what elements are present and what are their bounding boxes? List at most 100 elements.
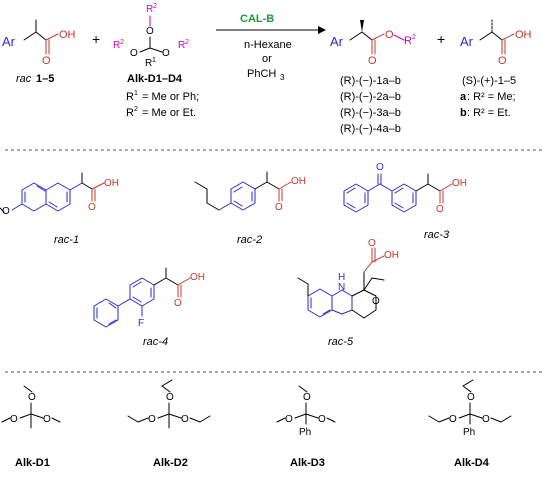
legend-b: : R² = Et. (467, 107, 511, 119)
label-rac-3: rac-3 (424, 229, 450, 241)
structure-rac-5: N H O O OH rac-5 (297, 238, 399, 348)
svg-text:O: O (275, 202, 283, 213)
svg-text:O: O (43, 414, 51, 425)
solvent-1: n-Hexane (244, 39, 292, 51)
aryl-label: Ar (2, 34, 16, 49)
svg-text:O: O (372, 296, 380, 307)
solvent-2: PhCH (247, 68, 276, 80)
phenyl-d4: Ph (463, 427, 475, 438)
structure-alk-d4: O O O Ph Alk-D4 (428, 379, 512, 469)
ester-1: (R)-(−)-1a–b (340, 75, 401, 87)
svg-text:O: O (181, 414, 189, 425)
svg-text:O: O (28, 392, 36, 403)
svg-text:N: N (338, 282, 345, 293)
legend-a: : R² = Me; (467, 91, 516, 103)
phenyl-d3: Ph (299, 427, 311, 438)
svg-text:O: O (436, 204, 444, 215)
catalyst-label: CAL-B (240, 13, 274, 25)
structure-rac-2: O OH rac-2 (194, 171, 306, 246)
svg-text:2: 2 (120, 39, 124, 46)
svg-text:a: a (460, 91, 467, 103)
structure-rac-4: F O OH rac-4 (93, 267, 205, 348)
ester-product-list: (R)-(−)-1a–b (R)-(−)-2a–b (R)-(−)-3a–b (… (340, 75, 401, 135)
ester-product-structure: Ar O O R 2 (330, 20, 416, 67)
svg-text:1: 1 (134, 90, 138, 97)
orthoester-donor-structure: R 2 O O O R 2 R 2 R 1 Alk-D1–D4 R 1 = Me… (113, 3, 199, 119)
label-rac-5: rac-5 (328, 336, 354, 348)
svg-text:O: O (498, 55, 507, 67)
svg-text:O: O (303, 392, 311, 403)
structure-rac-3: O O OH rac-3 (343, 162, 467, 241)
svg-text:OH: OH (452, 178, 467, 189)
substrate-range: 1–5 (36, 73, 54, 85)
svg-text:Ar: Ar (330, 34, 344, 49)
label-alk-d4: Alk-D4 (454, 457, 490, 469)
svg-text:OH: OH (104, 178, 119, 189)
svg-text:1: 1 (152, 57, 156, 64)
structure-alk-d2: O O O Alk-D2 (127, 379, 211, 469)
solvent-or: or (262, 53, 272, 65)
structure-alk-d3: O O O Ph Alk-D3 (276, 385, 336, 469)
acid-product-structure: Ar O OH (460, 19, 532, 67)
label-rac-4: rac-4 (143, 336, 168, 348)
structure-rac-1: O O OH rac-1 (0, 172, 119, 246)
svg-text:O: O (449, 414, 457, 425)
svg-text:2: 2 (185, 39, 189, 46)
ester-3: (R)-(−)-3a–b (340, 107, 401, 119)
label-alk-d3: Alk-D3 (290, 457, 325, 469)
label-rac-1: rac-1 (54, 234, 79, 246)
svg-text:O: O (385, 29, 394, 41)
svg-text:O: O (130, 48, 138, 59)
svg-text:R: R (126, 91, 134, 103)
racemic-acid-structure: Ar O OH rac 1–5 (2, 19, 76, 85)
plus-sign-1: + (92, 31, 100, 47)
label-alk-d2: Alk-D2 (153, 457, 188, 469)
donor-r2-top: R (146, 4, 153, 15)
svg-text:OH: OH (515, 29, 532, 41)
ester-2: (R)-(−)-2a–b (340, 91, 401, 103)
svg-text:2: 2 (412, 34, 416, 41)
svg-text:O: O (146, 26, 154, 37)
svg-text:O: O (148, 414, 156, 425)
ester-4: (R)-(−)-4a–b (340, 123, 401, 135)
svg-text:OH: OH (291, 176, 306, 187)
hydroxyl-label: OH (59, 29, 76, 41)
svg-text:Ar: Ar (460, 34, 474, 49)
svg-text:R: R (145, 58, 152, 69)
plus-sign-2: + (437, 31, 445, 47)
svg-text:O: O (467, 392, 475, 403)
r1-definition: = Me or Ph; (142, 91, 199, 103)
svg-text:O: O (174, 298, 182, 309)
svg-text:O: O (318, 414, 326, 425)
alpha-carbon-bonds (23, 19, 47, 41)
svg-text:O: O (482, 414, 490, 425)
label-rac-2: rac-2 (237, 234, 262, 246)
svg-text:R: R (178, 40, 185, 51)
svg-text:O: O (368, 55, 377, 67)
svg-text:O: O (88, 202, 96, 213)
structure-alk-d1: O O O Alk-D1 (1, 385, 61, 469)
svg-text:OH: OH (190, 272, 205, 283)
acid-product-label: (S)-(+)-1–5 (462, 75, 516, 87)
substrate-prefix: rac (16, 73, 32, 85)
donor-label: Alk-D1–D4 (127, 73, 183, 85)
svg-text:2: 2 (153, 3, 157, 10)
svg-text:O: O (162, 48, 170, 59)
svg-text:2: 2 (134, 106, 138, 113)
svg-text:OH: OH (384, 250, 399, 261)
svg-text:O: O (2, 206, 10, 217)
carbonyl-o: O (42, 55, 51, 67)
svg-text:H: H (338, 272, 345, 283)
svg-text:O: O (376, 162, 384, 173)
svg-text:O: O (368, 238, 376, 249)
svg-text:R: R (113, 40, 120, 51)
svg-text:b: b (460, 107, 467, 119)
r2-definition: = Me or Et. (142, 107, 196, 119)
svg-text:F: F (138, 318, 144, 329)
svg-text:O: O (10, 414, 18, 425)
svg-text:O: O (166, 392, 174, 403)
svg-text:3: 3 (280, 73, 285, 82)
svg-text:O: O (285, 414, 293, 425)
carboxyl-bonds (45, 33, 59, 55)
